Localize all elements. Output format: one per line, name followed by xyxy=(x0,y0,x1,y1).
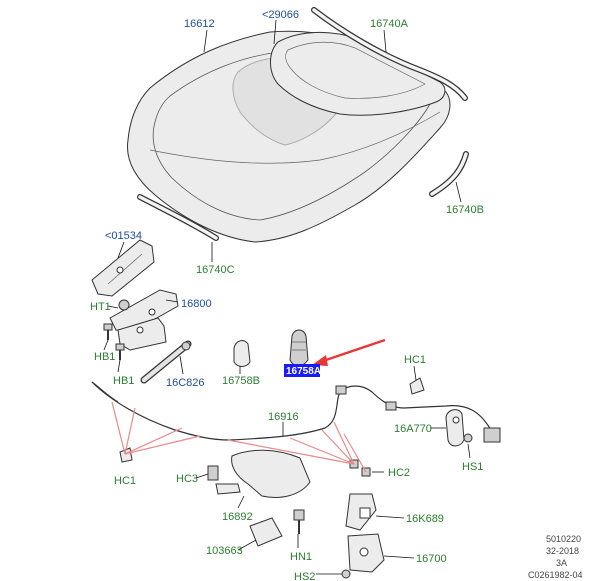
clip-103663[interactable] xyxy=(249,517,283,547)
leader-lines xyxy=(103,19,471,575)
label-hc1-left: HC1 xyxy=(114,475,136,487)
hood-insulator[interactable] xyxy=(270,31,446,116)
nut-hn1[interactable] xyxy=(293,509,305,534)
label-clip: 103663 xyxy=(206,545,243,557)
label-highlight-text: 16758A xyxy=(286,366,321,377)
label-seal-left: 16740C xyxy=(196,264,235,276)
latch-bracket[interactable] xyxy=(215,449,311,498)
screw-hs1[interactable] xyxy=(463,433,473,443)
footer-line1: 5010220 xyxy=(546,534,581,544)
label-seal-top: 16740A xyxy=(370,18,409,30)
drawing-reference: 5010220 32-2018 3A C0261982-04 xyxy=(528,534,583,580)
label-k689: 16K689 xyxy=(406,513,444,525)
label-release-handle: 16A770 xyxy=(394,423,432,435)
label-bracket: <01534 xyxy=(105,230,142,242)
label-strut: 16C826 xyxy=(166,377,205,389)
label-hn1: HN1 xyxy=(290,551,312,563)
hood-bumper-b[interactable] xyxy=(233,340,251,367)
label-hs1: HS1 xyxy=(462,461,483,473)
label-ht1: HT1 xyxy=(90,301,111,313)
label-cable: 16916 xyxy=(268,411,299,423)
label-seal-right: 16740B xyxy=(446,204,484,216)
release-cable[interactable] xyxy=(91,381,493,441)
label-hb1-lower: HB1 xyxy=(113,375,134,387)
seal-right[interactable] xyxy=(429,151,469,197)
label-hb1-upper: HB1 xyxy=(94,351,115,363)
bolt-hb1-lower[interactable] xyxy=(115,343,125,360)
hood-latch[interactable] xyxy=(347,533,385,573)
clip-leaders xyxy=(111,401,367,473)
label-hc1-top: HC1 xyxy=(404,354,426,366)
footer-line4: C0261982-04 xyxy=(528,570,583,580)
clip-hc1-left[interactable] xyxy=(119,447,133,463)
label-hc2: HC2 xyxy=(388,467,410,479)
label-hood-insulator: <29066 xyxy=(262,9,299,21)
label-highlight[interactable]: 16758A xyxy=(284,364,321,377)
hood-bracket[interactable] xyxy=(91,239,155,297)
release-handle[interactable] xyxy=(445,409,501,447)
label-hood: 16612 xyxy=(184,18,215,30)
hood-bumper-a[interactable] xyxy=(289,329,309,367)
footer-line2: 32-2018 xyxy=(546,546,579,556)
hood-strut[interactable] xyxy=(140,340,192,384)
label-hc3: HC3 xyxy=(176,473,198,485)
bolt-hb1-upper[interactable] xyxy=(103,323,113,340)
screw-hs2[interactable] xyxy=(341,569,351,579)
clip-hc3[interactable] xyxy=(207,465,219,481)
striker-k689[interactable] xyxy=(345,493,377,531)
label-hinge: 16800 xyxy=(181,298,212,310)
hood-hinge[interactable] xyxy=(109,289,179,351)
label-latch: 16700 xyxy=(416,553,447,565)
label-hs2: HS2 xyxy=(294,571,315,581)
seal-left[interactable] xyxy=(137,194,219,241)
footer-line3: 3A xyxy=(556,558,567,568)
label-latch-bracket: 16892 xyxy=(222,511,253,523)
seal-top[interactable] xyxy=(311,7,468,101)
label-bumper-b: 16758B xyxy=(222,375,260,387)
clip-hc1-top[interactable] xyxy=(409,377,425,395)
highlight-arrow xyxy=(312,338,386,366)
